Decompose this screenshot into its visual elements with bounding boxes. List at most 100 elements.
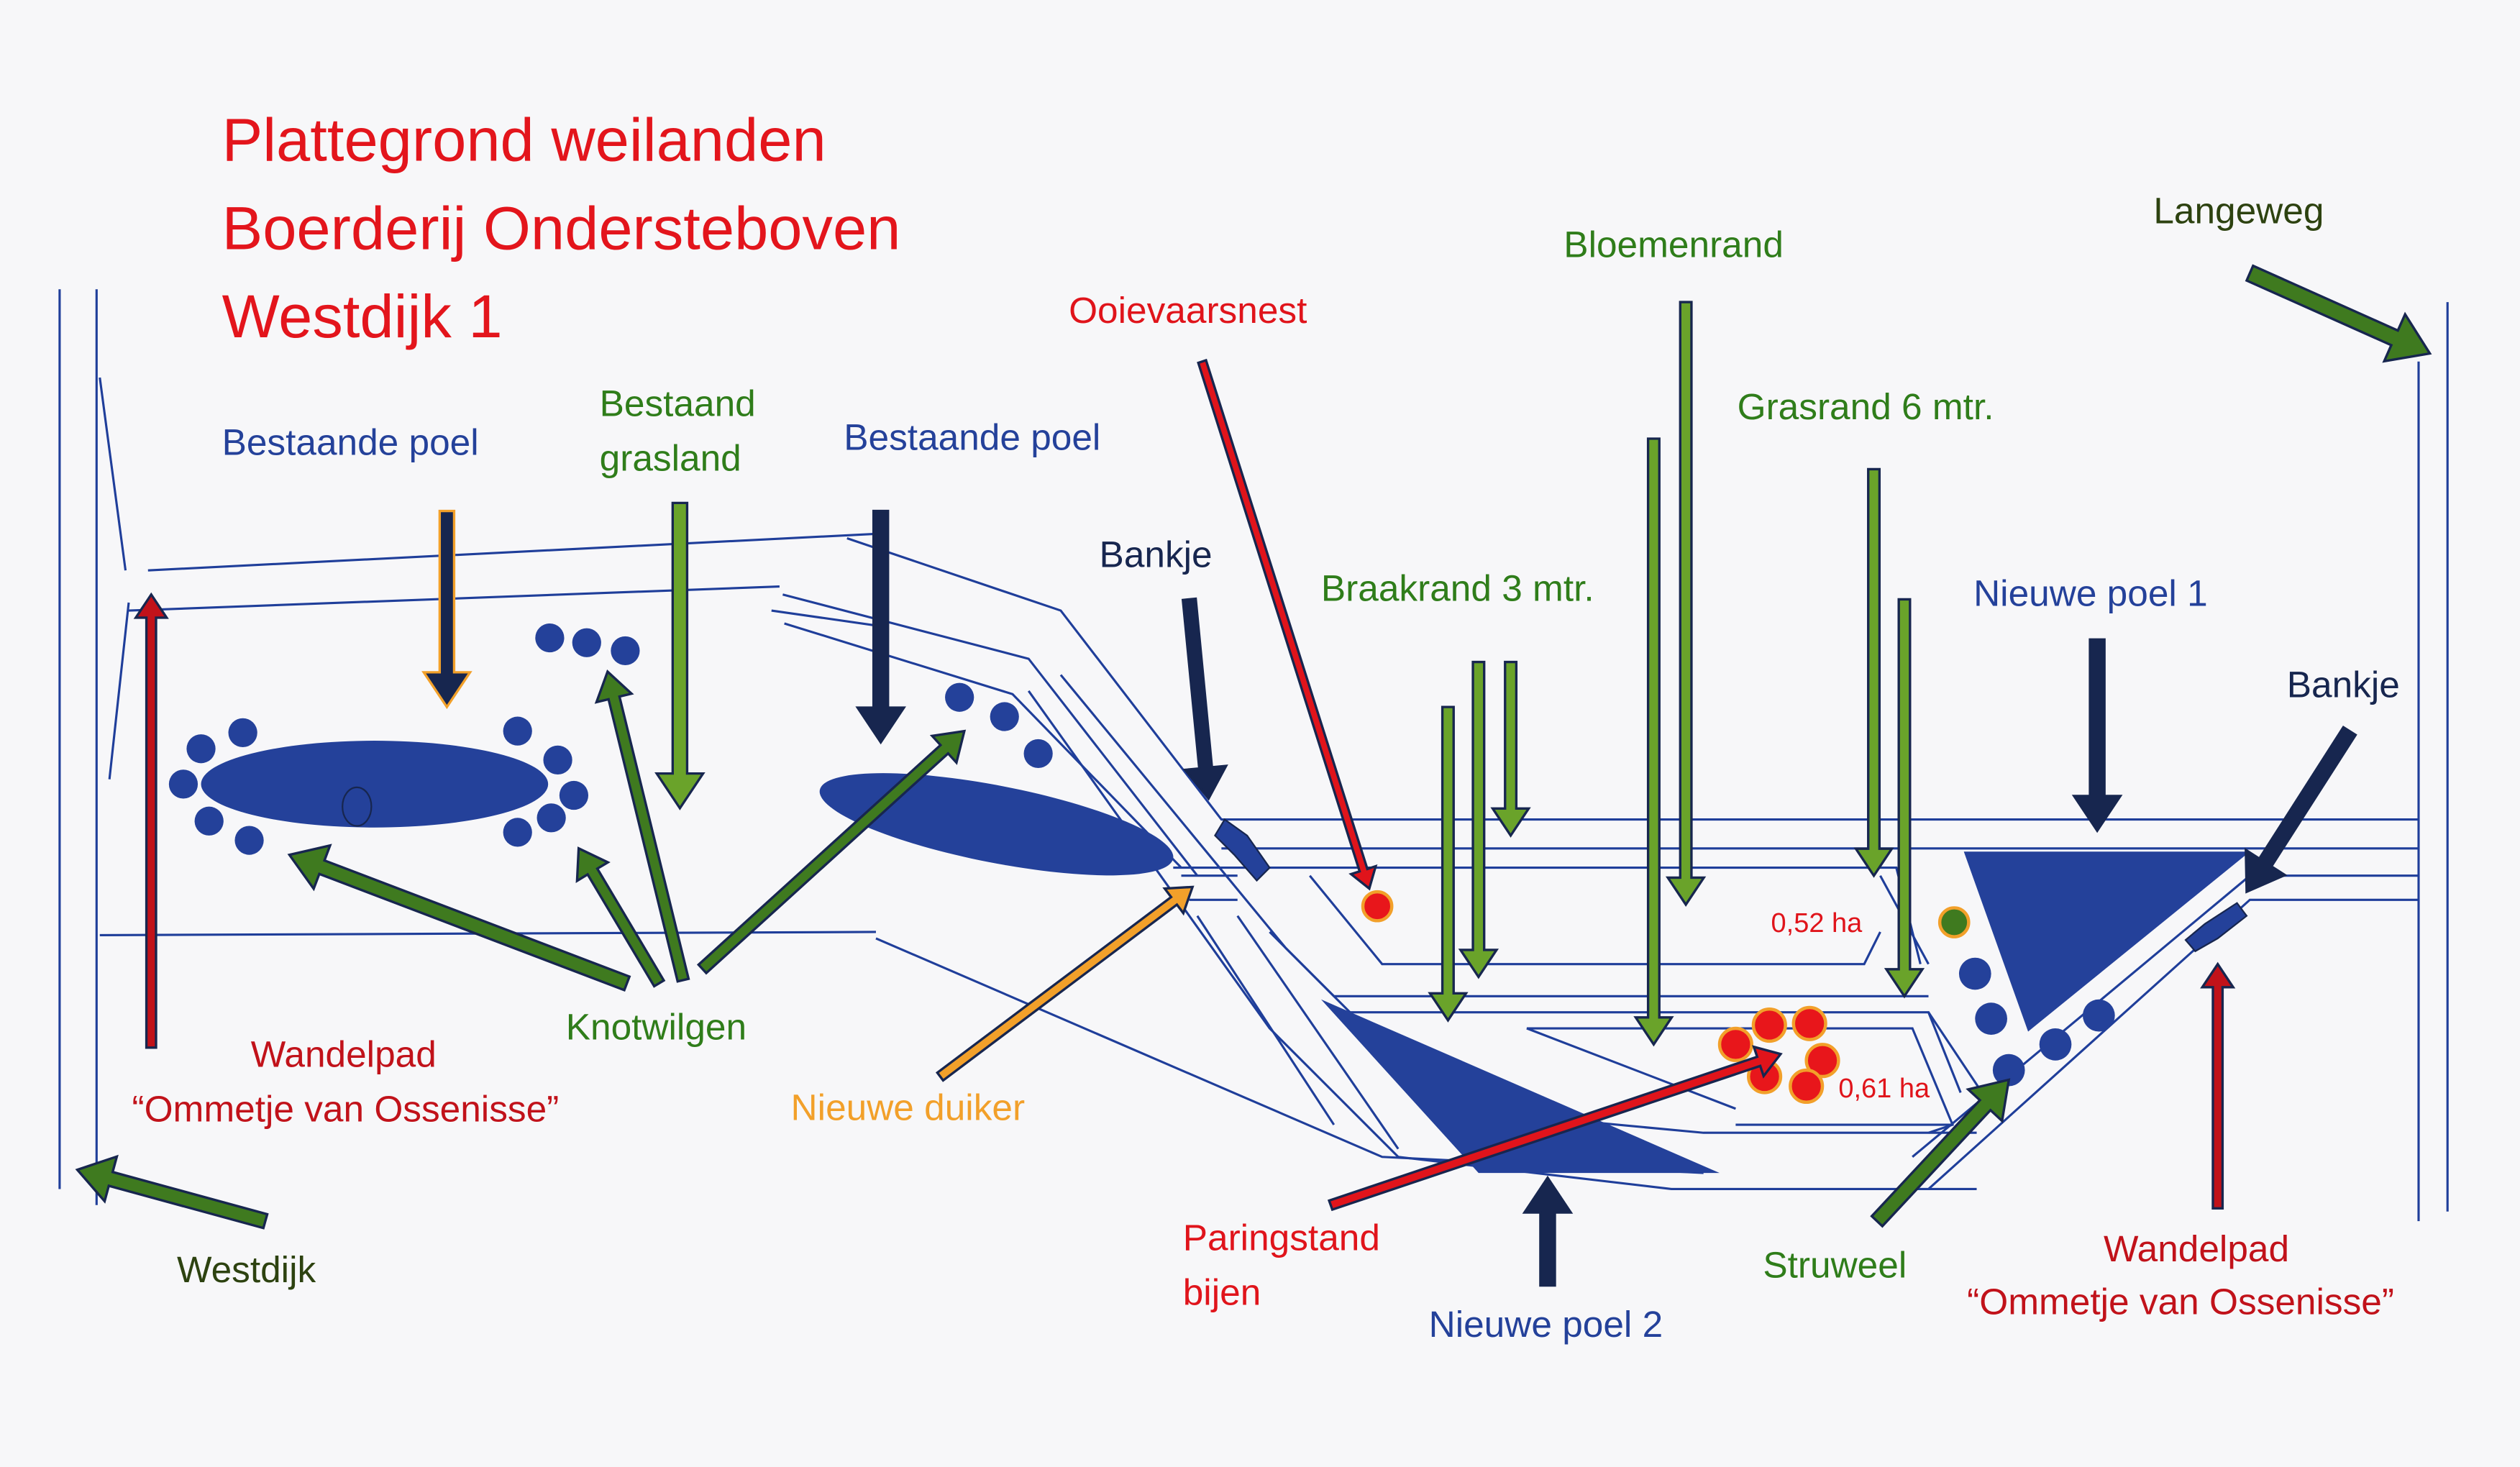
label-existing-pond-1: Bestaande poel [222, 421, 479, 462]
arrow-westdijk-icon [75, 1154, 269, 1230]
arrow-existing-grassland-icon [654, 501, 706, 810]
label-new-culvert: Nieuwe duiker [791, 1086, 1026, 1128]
willow-tree [990, 702, 1019, 731]
shrub [1975, 1002, 2007, 1035]
bee-pairing-dots [1717, 1005, 1840, 1105]
willow-tree [535, 623, 565, 653]
bee-dot [1789, 1068, 1825, 1105]
path-line [1269, 931, 1929, 997]
shrub-marker-dot [1937, 906, 1971, 938]
arrow-willows-3-icon [594, 669, 690, 983]
arrow-bench-2-icon [2245, 725, 2357, 894]
label-bench-1: Bankje [1100, 534, 1213, 575]
label-walking-path-right-line-2: “Ommetje van Ossenisse” [1967, 1281, 2394, 1322]
arrow-new-pond-2-icon [1522, 1175, 1574, 1287]
title-line-3: Westdijk 1 [222, 282, 503, 350]
label-existing-grassland-line-2: grasland [600, 437, 741, 479]
arrow-fallow-3-icon [1490, 660, 1531, 838]
path-line [1309, 874, 1881, 966]
willow-tree [186, 734, 216, 764]
field-edge [108, 602, 130, 780]
existing-pond-1 [201, 741, 549, 828]
label-walking-path-left-line-2: “Ommetje van Ossenisse” [132, 1088, 559, 1130]
arrow-new-pond-1-icon [2071, 638, 2123, 833]
label-existing-grassland-line-1: Bestaand [600, 383, 756, 424]
path-line [846, 537, 2419, 821]
arrow-willows-2-icon [575, 846, 666, 988]
bee-dot [1791, 1005, 1827, 1041]
willow-tree [543, 745, 572, 774]
willow-tree [572, 628, 601, 657]
label-new-pond-1: Nieuwe poel 1 [1973, 572, 2208, 613]
shrub [2083, 999, 2115, 1032]
label-shrubbery: Struweel [1763, 1243, 1907, 1285]
arrow-new-culvert-icon [935, 885, 1195, 1082]
label-new-pond-2: Nieuwe poel 2 [1429, 1303, 1663, 1345]
label-walking-path-right-line-1: Wandelpad [2104, 1228, 2289, 1269]
label-bench-2: Bankje [2287, 664, 2400, 705]
label-grass-border: Grasrand 6 mtr. [1738, 385, 1994, 427]
label-westdijk: Westdijk [177, 1248, 316, 1290]
arrow-walking-path-left-icon [133, 592, 169, 1049]
arrows [75, 264, 2432, 1287]
willow-trees [168, 623, 2115, 1087]
willow-tree [228, 718, 257, 747]
willow-tree [611, 636, 640, 666]
willow-tree [234, 826, 264, 855]
label-stork-nest: Ooievaarsnest [1069, 289, 1307, 331]
label-pollard-willows: Knotwilgen [566, 1006, 747, 1048]
path-line [782, 593, 1199, 877]
arrow-willows-4-icon [696, 729, 967, 975]
arrow-stork-nest-icon [1197, 358, 1378, 891]
path-line [147, 532, 885, 572]
label-langeweg: Langeweg [2153, 190, 2324, 232]
label-existing-pond-2: Bestaande poel [844, 416, 1100, 458]
willow-tree [503, 716, 532, 746]
willow-tree [194, 806, 224, 836]
new-pond-1 [1963, 851, 2250, 1032]
willow-tree [1023, 739, 1053, 769]
willow-tree [559, 780, 589, 810]
label-bee-pairing-line-2: bijen [1183, 1271, 1261, 1312]
pond-marker [342, 786, 373, 827]
stork-nest-dot [1361, 890, 1394, 923]
bench-icon [1214, 818, 1271, 882]
field-edge [99, 377, 127, 571]
path-line [1236, 915, 1400, 1150]
shrub [2039, 1028, 2072, 1061]
arrow-walking-path-right-icon [2200, 961, 2236, 1210]
arrow-fallow-2-icon [1458, 660, 1499, 979]
title-line-1: Plattegrond weilanden [222, 105, 826, 173]
label-fallow-border: Braakrand 3 mtr. [1321, 567, 1594, 609]
path-line [1927, 898, 2419, 1190]
shrub [1958, 957, 1991, 990]
path-line [1027, 690, 1977, 1191]
bee-dot [1717, 1026, 1753, 1062]
bench-icon [2184, 902, 2248, 953]
label-flower-border: Bloemenrand [1563, 224, 1784, 265]
arrow-shrubbery-icon [1870, 1078, 2011, 1228]
arrow-grass-border-2-icon [1884, 598, 1925, 999]
willow-tree [945, 682, 974, 712]
label-bee-pairing-line-1: Paringstand [1183, 1216, 1380, 1258]
label-walking-path-left-line-1: Wandelpad [251, 1033, 437, 1075]
shrub [1992, 1054, 2025, 1087]
arrow-grass-border-1-icon [1853, 467, 1894, 878]
arrow-willows-1-icon [287, 844, 631, 992]
arrow-bee-pairing-icon [1327, 1045, 1783, 1212]
willow-tree [503, 818, 532, 847]
arrow-fallow-1-icon [1428, 705, 1469, 1023]
arrow-existing-pond-2-icon [855, 509, 906, 745]
willow-tree [537, 803, 566, 833]
bee-dot [1751, 1007, 1787, 1043]
arrow-bench-1-icon [1181, 597, 1228, 801]
label-area-061: 0,61 ha [1838, 1074, 1930, 1104]
label-area-052: 0,52 ha [1771, 908, 1863, 938]
path-line [784, 622, 1182, 869]
arrow-flower-border-2-icon [1633, 437, 1674, 1047]
title-line-2: Boerderij Ondersteboven [222, 193, 901, 262]
bee-dot [1804, 1043, 1840, 1079]
arrow-langeweg-icon [2245, 264, 2432, 363]
willow-tree [168, 769, 198, 799]
